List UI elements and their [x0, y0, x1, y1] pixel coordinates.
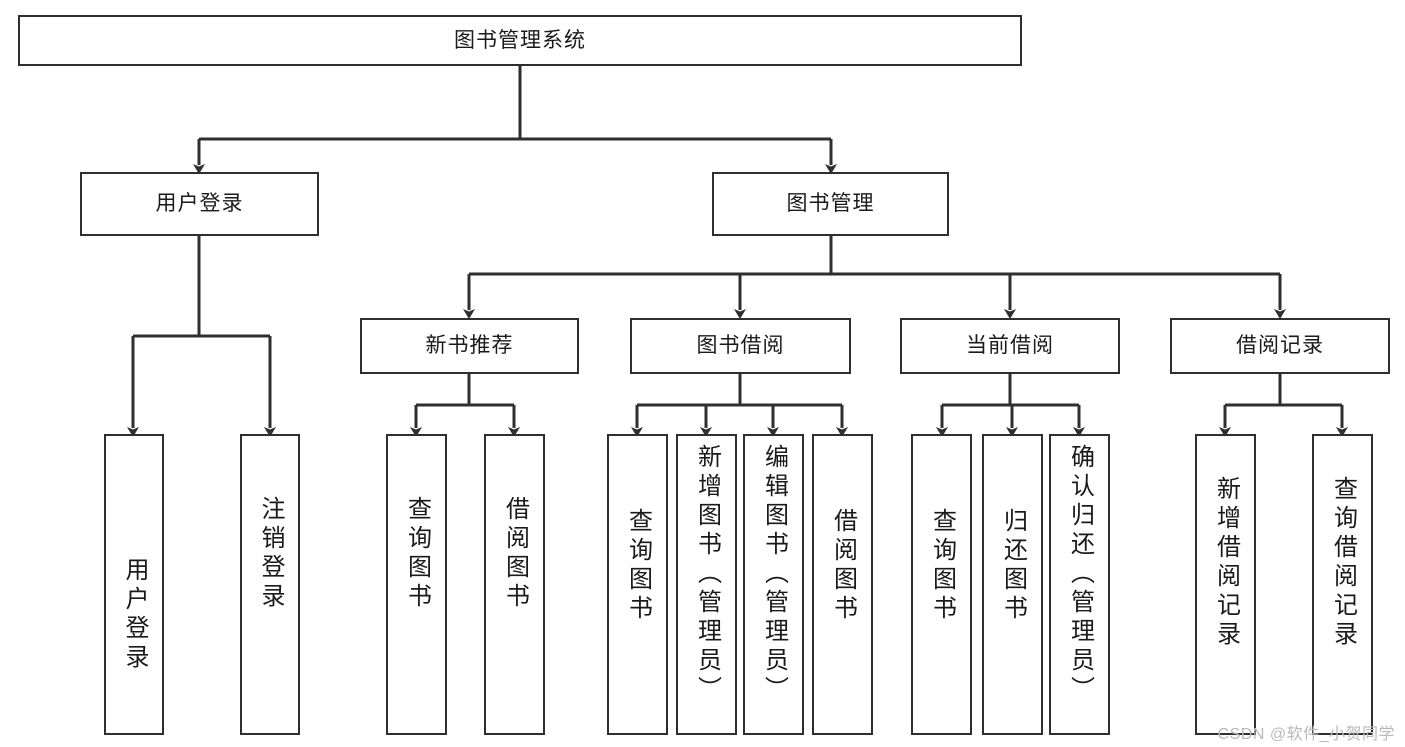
node-user-login-label: 用户登录: [155, 192, 244, 216]
node-leaf-add-record-label: 新增借阅记录: [1212, 476, 1240, 650]
node-leaf-borrow-book-2-label: 借阅图书: [829, 508, 857, 624]
node-leaf-user-login-label: 用户登录: [121, 556, 148, 673]
node-leaf-query-book-2-label: 查询图书: [624, 508, 652, 624]
node-leaf-edit-book-label: 编辑图书（管理员）: [760, 444, 788, 705]
watermark-text: CSDN @软件_小贺同学: [1217, 726, 1395, 743]
node-leaf-add-book[interactable]: 新增图书（管理员）: [676, 434, 737, 735]
node-leaf-query-book-3-label: 查询图书: [928, 508, 956, 624]
node-leaf-logout[interactable]: 注销登录: [240, 434, 300, 735]
node-user-login[interactable]: 用户登录: [80, 172, 319, 236]
node-leaf-query-record-label: 查询借阅记录: [1329, 476, 1357, 650]
node-leaf-query-record[interactable]: 查询借阅记录: [1312, 434, 1373, 735]
node-root-label: 图书管理系统: [454, 28, 586, 52]
node-leaf-query-book-1[interactable]: 查询图书: [386, 434, 447, 735]
node-leaf-confirm-return[interactable]: 确认归还（管理员）: [1049, 434, 1110, 735]
node-leaf-query-book-1-label: 查询图书: [403, 496, 431, 612]
node-book-borrow[interactable]: 图书借阅: [630, 318, 851, 374]
node-leaf-edit-book[interactable]: 编辑图书（管理员）: [743, 434, 804, 735]
node-leaf-query-book-3[interactable]: 查询图书: [911, 434, 972, 735]
node-current-borrow-label: 当前借阅: [966, 334, 1054, 358]
node-book-manage-label: 图书管理: [786, 192, 875, 216]
node-leaf-confirm-return-label: 确认归还（管理员）: [1066, 444, 1094, 705]
node-leaf-borrow-book-1-label: 借阅图书: [501, 496, 529, 612]
node-leaf-add-book-label: 新增图书（管理员）: [693, 444, 721, 705]
node-borrow-record[interactable]: 借阅记录: [1170, 318, 1390, 374]
node-leaf-query-book-2[interactable]: 查询图书: [607, 434, 668, 735]
node-leaf-return-book[interactable]: 归还图书: [982, 434, 1043, 735]
node-root[interactable]: 图书管理系统: [18, 15, 1022, 66]
node-book-manage[interactable]: 图书管理: [712, 172, 949, 236]
node-new-book-rec[interactable]: 新书推荐: [360, 318, 579, 374]
node-leaf-return-book-label: 归还图书: [999, 508, 1027, 624]
node-leaf-user-login[interactable]: 用户登录: [104, 434, 164, 735]
node-current-borrow[interactable]: 当前借阅: [900, 318, 1120, 374]
node-leaf-add-record[interactable]: 新增借阅记录: [1195, 434, 1256, 735]
node-new-book-rec-label: 新书推荐: [425, 334, 514, 358]
node-book-borrow-label: 图书借阅: [696, 334, 785, 358]
node-borrow-record-label: 借阅记录: [1236, 334, 1324, 358]
node-leaf-borrow-book-1[interactable]: 借阅图书: [484, 434, 545, 735]
node-leaf-logout-label: 注销登录: [257, 496, 284, 612]
node-leaf-borrow-book-2[interactable]: 借阅图书: [812, 434, 873, 735]
